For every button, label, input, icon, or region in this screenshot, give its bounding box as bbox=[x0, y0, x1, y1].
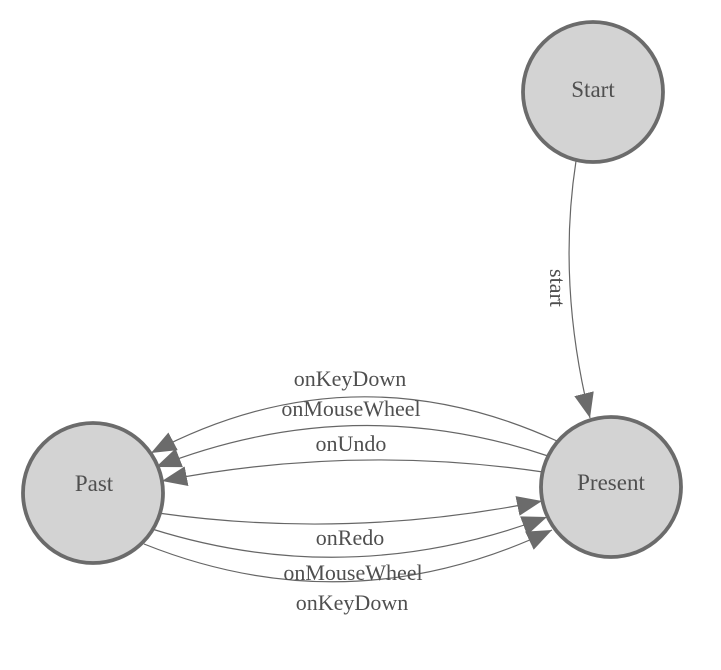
edge-label-start: start bbox=[545, 269, 570, 307]
edge-present-to-past-onmousewheel bbox=[155, 424, 549, 468]
edge-present-to-past-onundo bbox=[161, 459, 544, 487]
edge-past-to-present-onredo bbox=[157, 496, 543, 525]
edge-label-onundo: onUndo bbox=[316, 431, 387, 456]
node-layer: Start Past Present bbox=[21, 20, 683, 565]
edge-label-onkeydown-top: onKeyDown bbox=[294, 366, 406, 391]
node-past-circle bbox=[21, 421, 165, 565]
edge-layer bbox=[143, 160, 594, 583]
edge-present-to-past-onkeydown bbox=[150, 396, 558, 454]
edge-label-onmousewheel-top: onMouseWheel bbox=[281, 396, 420, 421]
edge-label-onmousewheel-bottom: onMouseWheel bbox=[283, 560, 422, 585]
edge-past-to-present-onkeydown bbox=[143, 529, 553, 583]
edge-label-onredo: onRedo bbox=[316, 525, 384, 550]
edge-past-to-present-onmousewheel bbox=[151, 516, 548, 558]
node-present: Present bbox=[539, 415, 683, 559]
node-past-label: Past bbox=[75, 471, 114, 496]
node-start-circle bbox=[521, 20, 665, 164]
edge-label-layer: start onKeyDown onMouseWheel onUndo onRe… bbox=[281, 269, 570, 615]
node-start-label: Start bbox=[571, 77, 615, 102]
node-present-circle bbox=[539, 415, 683, 559]
node-present-label: Present bbox=[577, 470, 645, 495]
edge-label-onkeydown-bottom: onKeyDown bbox=[296, 590, 408, 615]
node-past: Past bbox=[21, 421, 165, 565]
node-start: Start bbox=[521, 20, 665, 164]
edge-start-to-present bbox=[568, 160, 594, 419]
